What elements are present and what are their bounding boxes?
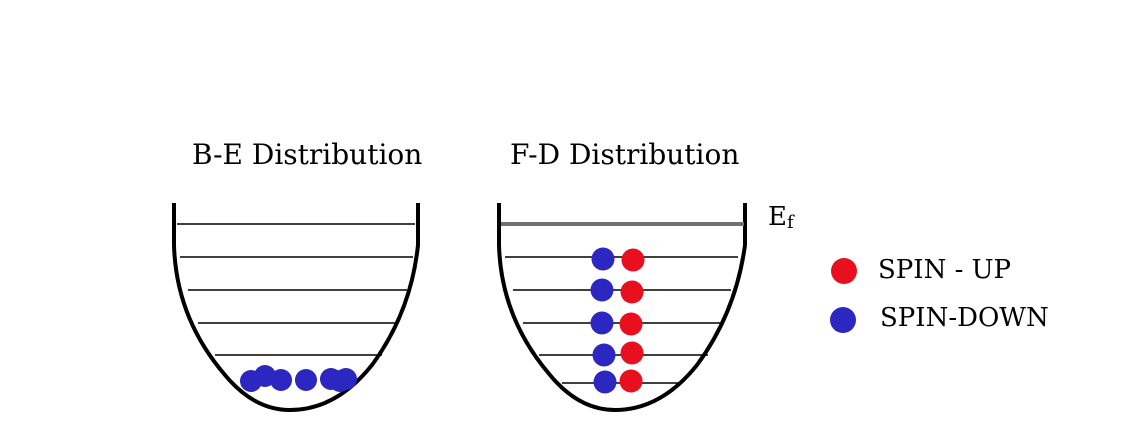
fd-spin-up-particle (621, 248, 645, 272)
fd-spin-up-particle (620, 341, 644, 365)
fermi-level-label-main: E (768, 202, 787, 232)
fd-spin-down-particle (593, 370, 617, 394)
fd-spin-up-particle (620, 280, 644, 304)
fd-well-outline (497, 203, 747, 413)
fd-spin-down-particle (590, 278, 614, 302)
fd-spin-down-particle (591, 247, 615, 271)
spin-down-legend-label: SPIN-DOWN (880, 303, 1049, 333)
fd-spin-down-particle (592, 343, 616, 367)
fermi-level-label-sub: f (787, 212, 795, 233)
fd-particles (590, 247, 645, 394)
be-particles (240, 365, 357, 392)
fd-spin-down-particle (590, 311, 614, 335)
spin-up-legend-label: SPIN - UP (878, 255, 1011, 285)
fd-spin-up-particle (619, 369, 643, 393)
legend: SPIN - UP SPIN-DOWN (830, 255, 1049, 333)
be-well-outline (172, 203, 420, 413)
fermi-level-label: Ef (768, 202, 795, 233)
be-title: B-E Distribution (192, 138, 422, 171)
be-spin-down-particle (335, 368, 357, 390)
be-well (172, 203, 420, 413)
fd-spin-up-particle (619, 312, 643, 336)
spin-down-legend-marker (830, 307, 856, 333)
fd-well (497, 203, 747, 413)
be-spin-down-particle (270, 369, 292, 391)
fd-title: F-D Distribution (510, 138, 739, 171)
be-spin-down-particle (295, 369, 317, 391)
spin-up-legend-marker (831, 258, 857, 284)
